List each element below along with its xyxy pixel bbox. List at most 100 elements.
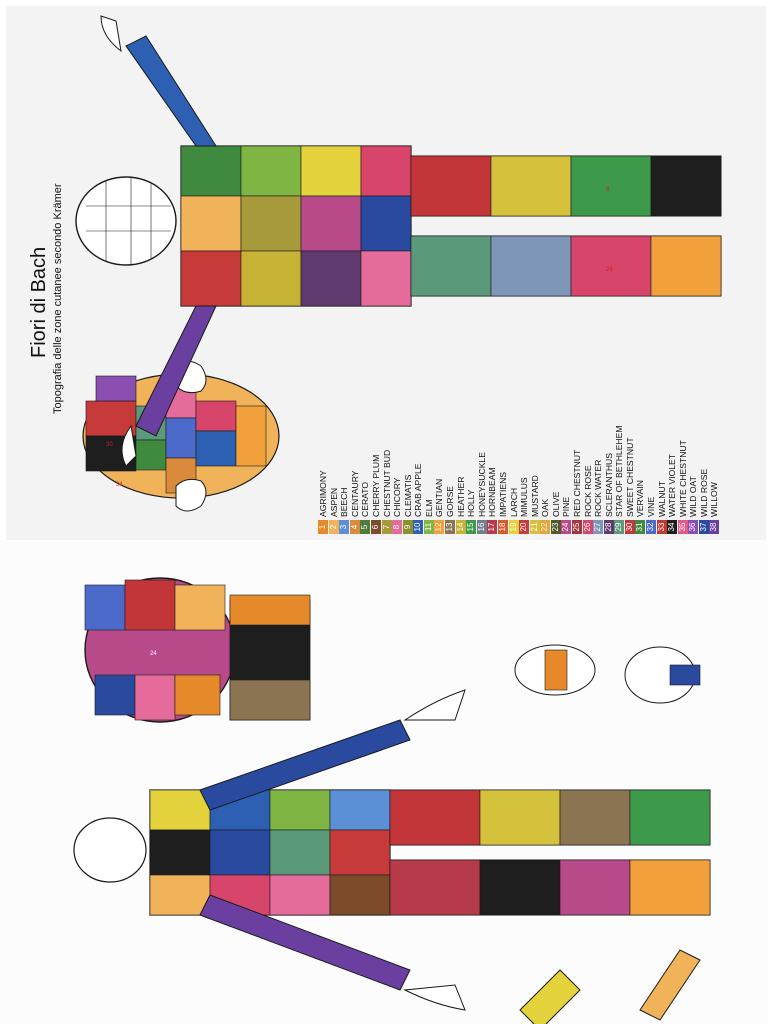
legend-label: CHERRY PLUM [370, 454, 381, 517]
torso-back [149, 789, 391, 916]
legend-swatch: 20 [519, 520, 530, 534]
legend-swatch: 26 [582, 520, 593, 534]
arms-front [100, 15, 217, 467]
legend-item: 34 WATER VIOLET [667, 344, 678, 534]
legend-label: WHITE CHESTNUT [677, 440, 688, 517]
face-profile: 34 30 29 [82, 360, 280, 512]
legend-swatch: 32 [646, 520, 657, 534]
legend-swatch: 6 [370, 520, 381, 534]
legend-swatch: 12 [434, 520, 445, 534]
legend-swatch: 36 [688, 520, 699, 534]
legend-label: VINE [646, 496, 657, 517]
legend-item: 12 GENTIAN [434, 344, 445, 534]
legend-swatch: 34 [667, 520, 678, 534]
legend-label: WALNUT [656, 481, 667, 517]
legend-swatch: 16 [476, 520, 487, 534]
legend-swatch: 1 [318, 520, 329, 534]
legend-item: 16 HONEYSUCKLE [476, 344, 487, 534]
legend-label: HEATHER [455, 476, 466, 517]
back-body-diagram: 24 [73, 577, 711, 1024]
legend-label: CLEMATIS [402, 474, 413, 517]
legend-swatch: 19 [508, 520, 519, 534]
legend-swatch: 31 [635, 520, 646, 534]
legend-label: WILD OAT [688, 476, 699, 517]
legend-label: GORSE [445, 485, 456, 517]
legs-back [389, 789, 711, 916]
head-front [75, 176, 177, 266]
legend-label: CERATO [360, 481, 371, 517]
legend-swatch: 38 [709, 520, 720, 534]
legend-swatch: 2 [328, 520, 339, 534]
legend-item: 33 WALNUT [656, 344, 667, 534]
svg-text:26: 26 [606, 267, 613, 273]
svg-text:8: 8 [606, 187, 610, 193]
legend-label: CHESTNUT BUD [381, 449, 392, 517]
head-back: 24 [84, 577, 311, 723]
legend-swatch: 10 [413, 520, 424, 534]
legend-item: 7 CHESTNUT BUD [381, 344, 392, 534]
legend-swatch: 11 [423, 520, 434, 534]
legend-label: AGRIMONY [318, 470, 329, 517]
legend-swatch: 22 [540, 520, 551, 534]
legend-label: VERVAIN [635, 480, 646, 517]
legend-label: WILLOW [709, 482, 720, 517]
legend-label: CENTAURY [349, 470, 360, 517]
legend-swatch: 27 [593, 520, 604, 534]
sheet-back-view: 24 [0, 540, 768, 1024]
arms-back [199, 689, 466, 1011]
legend-item: 6 CHERRY PLUM [370, 344, 381, 534]
legend-item: 38 WILLOW [709, 344, 720, 534]
head-back-small [73, 817, 147, 883]
legend-label: CHICORY [392, 477, 403, 517]
legend-item: 1 AGRIMONY [318, 344, 329, 534]
svg-text:34: 34 [116, 482, 123, 488]
legend-swatch: 33 [656, 520, 667, 534]
legend-swatch: 37 [698, 520, 709, 534]
legend-swatch: 14 [455, 520, 466, 534]
svg-text:30: 30 [106, 442, 113, 448]
legend-swatch: 21 [529, 520, 540, 534]
legend-swatch: 25 [571, 520, 582, 534]
legend-swatch: 7 [381, 520, 392, 534]
legend-swatch: 18 [497, 520, 508, 534]
legend-label: STAR OF BETHLEHEM [614, 425, 625, 517]
legend-label: WATER VIOLET [667, 453, 678, 517]
legend-label: BEECH [339, 487, 350, 517]
legend-label: PINE [561, 496, 572, 517]
legend-label: HONEYSUCKLE [476, 452, 487, 517]
legend-item: 14 HEATHER [455, 344, 466, 534]
legend-item: 32 VINE [646, 344, 657, 534]
legend-label: HOLLY [466, 489, 477, 517]
legend-label: GENTIAN [434, 478, 445, 517]
legs-front: 8 26 [410, 155, 722, 297]
legend-item: 26 ROCK ROSE [582, 344, 593, 534]
legend-label: HORNBEAM [487, 467, 498, 517]
legend-swatch: 3 [339, 520, 350, 534]
legend-label: OLIVE [550, 491, 561, 517]
legend-label: ROCK ROSE [582, 465, 593, 517]
sheet-front-view: Fiori di Bach Topografia delle zone cuta… [6, 6, 766, 540]
legend-label: WILD ROSE [698, 468, 709, 517]
legend-item: 36 WILD OAT [688, 344, 699, 534]
